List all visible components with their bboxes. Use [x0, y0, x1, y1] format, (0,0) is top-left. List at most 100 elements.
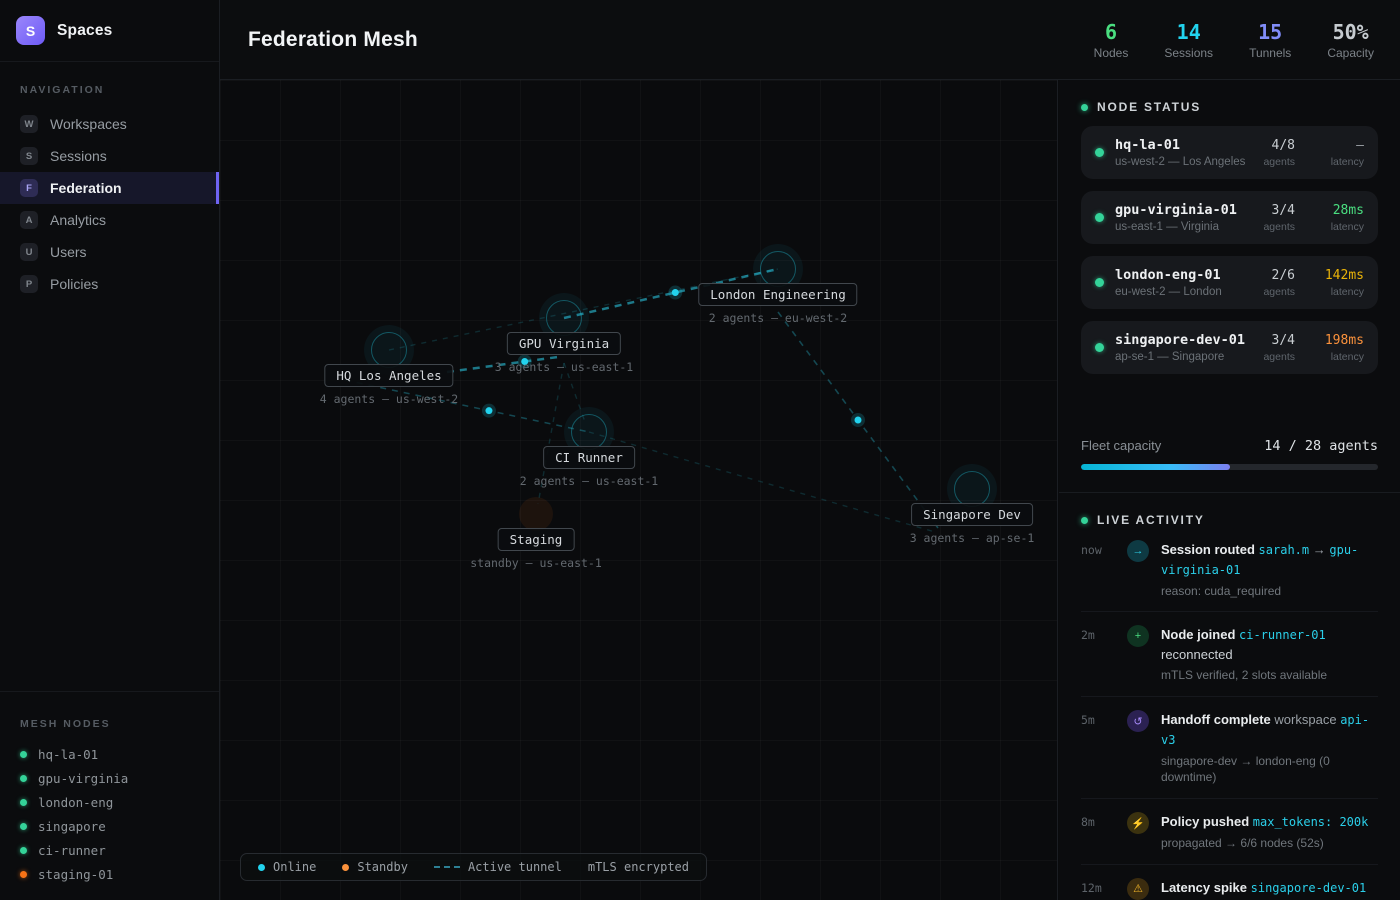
- legend-dot-icon: [342, 863, 350, 871]
- page-title: Federation Mesh: [248, 27, 418, 51]
- node-name: london-eng-01: [1115, 267, 1221, 283]
- legend-label: Online: [273, 860, 317, 874]
- tunnel-edge: [344, 379, 590, 433]
- online-dot-icon: [1095, 278, 1104, 287]
- activity-segment: reconnected: [1161, 647, 1233, 663]
- node-ring-icon: [546, 300, 582, 336]
- activity-segment: gpu-virginia-01: [1161, 543, 1359, 577]
- status-pulse-icon: [1081, 103, 1088, 111]
- mesh-node-staging-01[interactable]: staging-01: [0, 862, 219, 886]
- activity-time: 2m: [1081, 628, 1095, 643]
- mesh-node-london-eng[interactable]: london-eng: [0, 790, 219, 814]
- activity-title: Handoff complete workspace api-v3: [1161, 710, 1378, 750]
- agents-col: 2/6 agents: [1263, 268, 1295, 298]
- activity-body: Session routed sarah.m → gpu-virginia-01…: [1161, 540, 1378, 599]
- node-label: HQ Los Angeles: [324, 364, 454, 387]
- online-dot-icon: [20, 798, 27, 806]
- node-name: singapore-dev-01: [1115, 332, 1246, 348]
- policies-icon: P: [20, 275, 38, 293]
- packet-dot-icon: [671, 289, 679, 297]
- agents-value: 3/4: [1271, 202, 1295, 218]
- online-dot-icon: [20, 822, 27, 830]
- agents-label: agents: [1263, 285, 1295, 298]
- stat-label: Capacity: [1327, 45, 1374, 60]
- agents-col: 3/4 agents: [1263, 333, 1295, 363]
- stat-label: Sessions: [1164, 45, 1214, 60]
- mesh-node-singapore[interactable]: singapore: [0, 814, 219, 838]
- tunnel-edge: [537, 362, 565, 505]
- node-ring-icon: [371, 332, 407, 368]
- node-label: GPU Virginia: [506, 332, 622, 355]
- latency-col: 198ms latency: [1312, 333, 1364, 363]
- latency-col: —latency: [1312, 138, 1364, 168]
- mesh-node-ci-runner[interactable]: ci-runner: [0, 838, 219, 862]
- node-sub: standby — us-east-1: [470, 556, 602, 570]
- agents-value: 3/4: [1271, 332, 1295, 348]
- node-sub: 2 agents — eu-west-2: [708, 311, 848, 325]
- activity-title: Node joined ci-runner-01 reconnected: [1161, 625, 1378, 664]
- standby-dot-icon: [20, 870, 27, 878]
- tunnel-edge: [446, 355, 559, 374]
- mesh-node-name: ci-runner: [38, 842, 106, 858]
- activity-segment: api-v3: [1161, 713, 1370, 747]
- latency-label: latency: [1330, 220, 1364, 233]
- legend-active-tunnel: Active tunnel: [433, 860, 562, 874]
- node-ring-icon: [760, 251, 796, 287]
- online-dot-icon: [20, 750, 27, 758]
- activity-segment: Policy pushed: [1161, 814, 1250, 830]
- legend-dot-icon: [258, 863, 265, 871]
- tunnel-edge: [588, 431, 936, 533]
- online-dot-icon: [20, 846, 27, 854]
- node-region: us-west-2 — Los Angeles: [1115, 156, 1246, 168]
- agents-value: 2/6: [1271, 267, 1295, 283]
- stat-label: Nodes: [1093, 45, 1129, 60]
- activity-title: Policy pushed max_tokens: 200k: [1161, 812, 1378, 832]
- tunnel-edge: [563, 267, 779, 320]
- packet-dot-icon: [485, 407, 493, 415]
- fleet-capacity-fill: [1081, 464, 1230, 470]
- sidebar-item-policies[interactable]: P Policies: [0, 268, 219, 300]
- node-status-title: NODE STATUS: [1097, 100, 1202, 114]
- route-arrow-icon: →: [1127, 540, 1149, 562]
- latency-value: 198ms: [1324, 332, 1364, 348]
- mesh-node-name: london-eng: [38, 794, 114, 810]
- mesh-node-name: singapore: [38, 818, 106, 834]
- activity-body: Latency spike singapore-dev-01 198msthre…: [1161, 878, 1378, 900]
- sidebar-item-label: Policies: [50, 276, 99, 292]
- brand[interactable]: S Spaces: [0, 0, 219, 62]
- sidebar-item-label: Federation: [50, 180, 122, 196]
- node-label: Staging: [497, 528, 575, 551]
- agents-label: agents: [1263, 350, 1295, 363]
- node-sub: 3 agents — us-east-1: [494, 360, 634, 374]
- brand-name: Spaces: [57, 21, 113, 39]
- mesh-node-hq-la-01[interactable]: hq-la-01: [0, 742, 219, 766]
- mesh-node-gpu-virginia[interactable]: gpu-virginia: [0, 766, 219, 790]
- sidebar-item-label: Users: [50, 244, 87, 260]
- activity-time: 5m: [1081, 713, 1095, 728]
- latency-label: latency: [1330, 155, 1364, 168]
- analytics-icon: A: [20, 211, 38, 229]
- latency-label: latency: [1330, 350, 1364, 363]
- activity-sub: singapore-dev → london-eng (0 downtime): [1161, 753, 1330, 785]
- node-label: London Engineering: [698, 283, 858, 306]
- stat-value: 50%: [1332, 19, 1369, 44]
- stat-label: Tunnels: [1249, 45, 1292, 60]
